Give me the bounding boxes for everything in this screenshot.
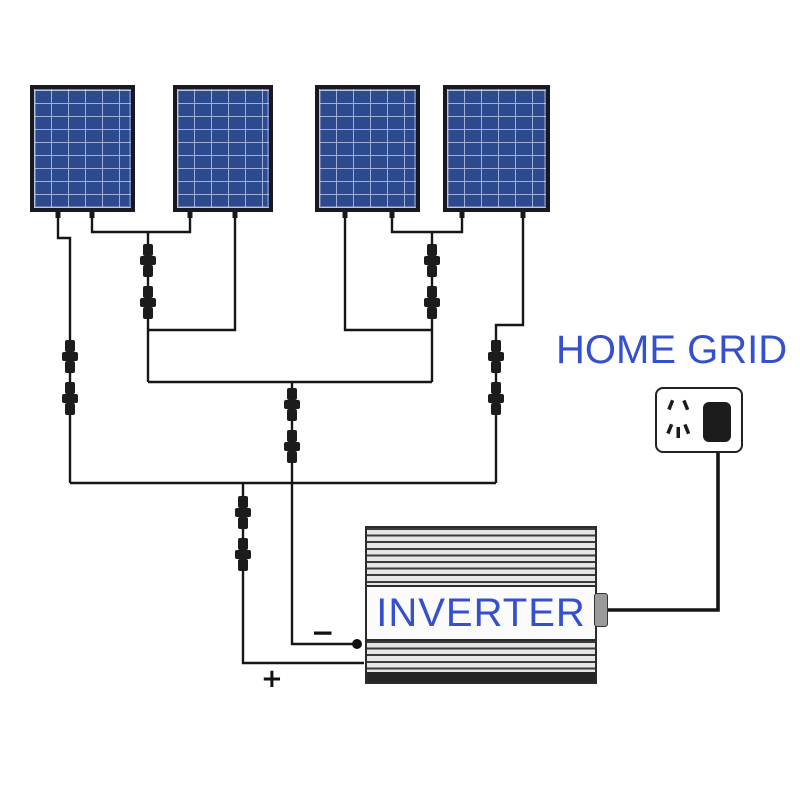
mc4-connector (284, 388, 300, 421)
solar-panel-3 (315, 85, 420, 212)
mc4-connector (140, 244, 156, 277)
mc4-connector (140, 286, 156, 319)
solar-panel-2 (173, 85, 273, 212)
inverter-heatsink-top (367, 528, 595, 585)
ac-cable (600, 444, 720, 612)
mc4-connector (488, 382, 504, 415)
inverter-dc-terminal (352, 639, 362, 649)
solar-panel-1 (30, 85, 135, 212)
wire-segment (290, 382, 354, 646)
inverter-heatsink-bottom (367, 641, 595, 672)
mc4-connector (424, 286, 440, 319)
inverter-label-band: INVERTER (367, 585, 595, 641)
mc4-connector (488, 340, 504, 373)
wire-segment (148, 212, 237, 332)
mc4-connector (62, 382, 78, 415)
wire-segment (390, 212, 464, 234)
wall-outlet (655, 387, 743, 453)
plus-sign: + (261, 664, 283, 694)
wire-segment (343, 212, 432, 332)
inverter-base (367, 672, 595, 682)
mc4-connectors (62, 244, 504, 571)
inverter: INVERTER (365, 526, 597, 684)
wire-segment (241, 483, 364, 665)
mc4-connector (62, 340, 78, 373)
home-grid-label: HOME GRID (556, 328, 788, 372)
panel-lead-tabs (55, 210, 526, 218)
inverter-label: INVERTER (376, 590, 586, 635)
wire-segment (90, 212, 192, 234)
mc4-connector (235, 538, 251, 571)
mc4-connector (284, 430, 300, 463)
mc4-connector (424, 244, 440, 277)
minus-sign: − (311, 616, 335, 649)
solar-panel-4 (443, 85, 550, 212)
inverter-ac-port (594, 593, 608, 627)
mc4-connector (235, 496, 251, 529)
power-plug (703, 402, 731, 442)
